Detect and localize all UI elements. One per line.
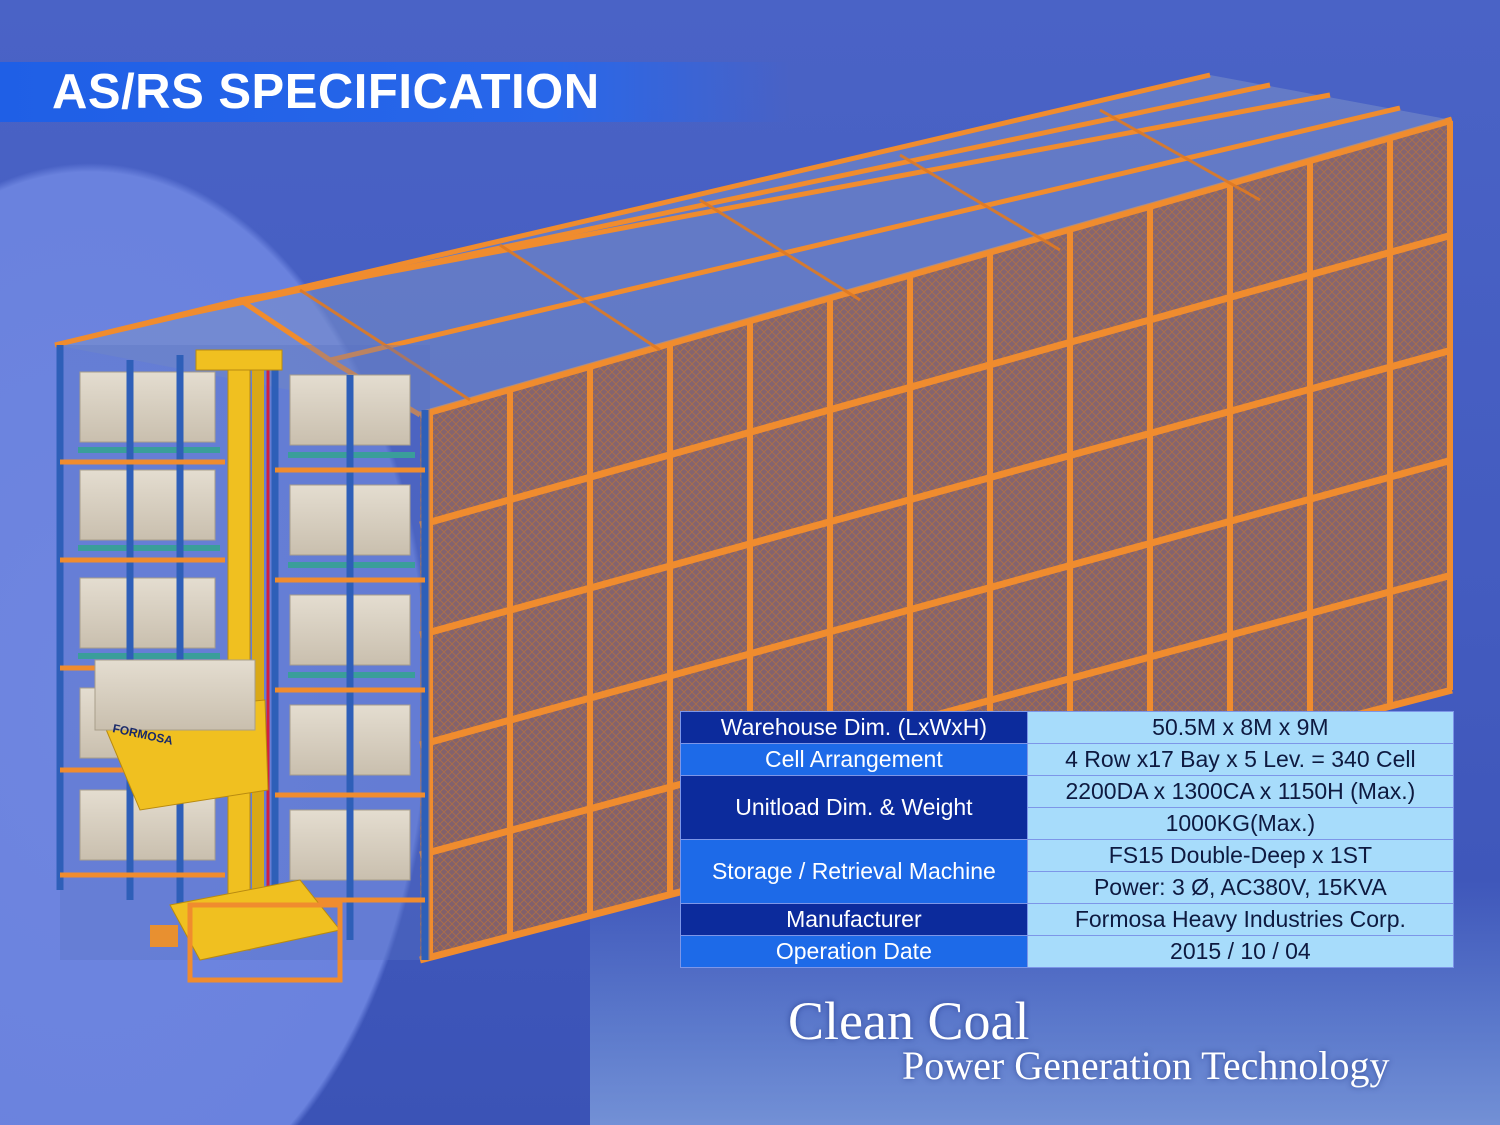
brand-subtitle: Power Generation Technology [902,1043,1390,1088]
table-row: Cell Arrangement 4 Row x17 Bay x 5 Lev. … [680,743,1455,776]
spec-value: Power: 3 Ø, AC380V, 15KVA [1026,871,1455,904]
title-banner [0,62,790,122]
table-row: Power: 3 Ø, AC380V, 15KVA [681,871,1455,904]
table-row: Storage / Retrieval Machine FS15 Double-… [680,839,1455,904]
spec-label: Manufacturer [680,903,1028,936]
spec-value: 2015 / 10 / 04 [1026,935,1455,968]
spec-value: 50.5M x 8M x 9M [1026,711,1455,744]
spec-table: Warehouse Dim. (LxWxH) 50.5M x 8M x 9M C… [680,711,1455,968]
stacker-crane [94,349,343,983]
table-row: Manufacturer Formosa Heavy Industries Co… [680,903,1455,936]
table-row: Warehouse Dim. (LxWxH) 50.5M x 8M x 9M [680,711,1455,744]
spec-label: Unitload Dim. & Weight [680,775,1028,840]
spec-value: 4 Row x17 Bay x 5 Lev. = 340 Cell [1026,743,1455,776]
roof-truss [54,72,1453,418]
spec-label: Warehouse Dim. (LxWxH) [680,711,1028,744]
page-title: AS/RS SPECIFICATION [52,65,600,119]
spec-label: Cell Arrangement [680,743,1028,776]
spec-label: Storage / Retrieval Machine [680,839,1028,904]
table-row: Operation Date 2015 / 10 / 04 [680,935,1455,968]
spec-value: 2200DA x 1300CA x 1150H (Max.) [1026,775,1455,808]
brand-title: Clean Coal [788,991,1030,1051]
spec-value: Formosa Heavy Industries Corp. [1026,903,1455,936]
table-row: Unitload Dim. & Weight 2200DA x 1300CA x… [680,775,1455,840]
spec-value: 1000KG(Max.) [1026,807,1455,840]
table-row: 1000KG(Max.) [681,807,1455,840]
spec-label: Operation Date [680,935,1028,968]
spec-value: FS15 Double-Deep x 1ST [1026,839,1455,872]
